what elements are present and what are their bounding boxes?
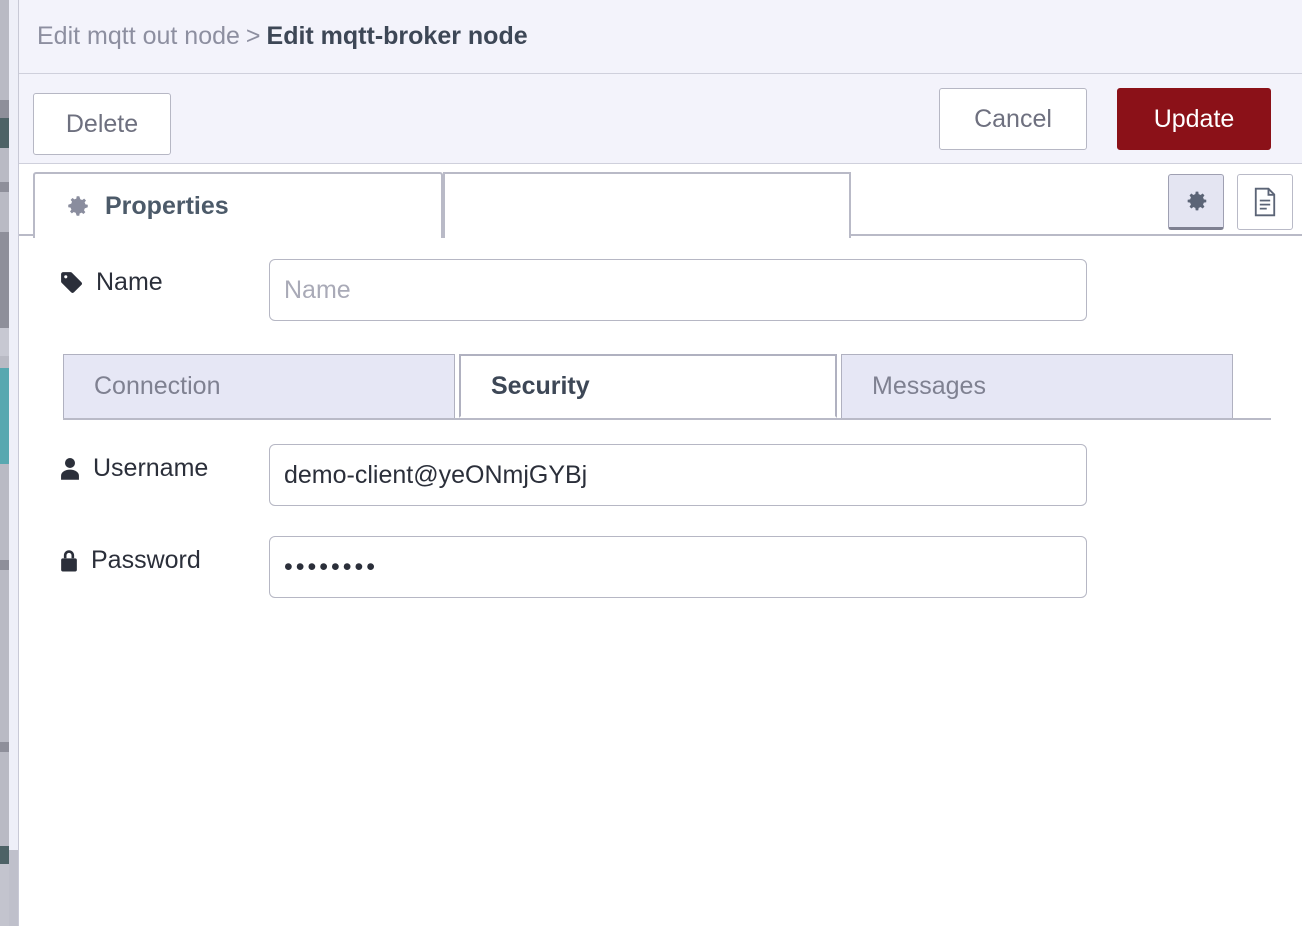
background-scrollbar-inner[interactable] bbox=[9, 850, 18, 926]
dialog-panel: Edit mqtt out node>Edit mqtt-broker node… bbox=[18, 0, 1302, 926]
cancel-button[interactable]: Cancel bbox=[939, 88, 1087, 150]
description-icon bbox=[1251, 187, 1279, 217]
gear-icon bbox=[65, 193, 91, 219]
username-input[interactable] bbox=[269, 444, 1087, 506]
breadcrumb-separator: > bbox=[245, 22, 261, 50]
background-scrollbar-outer[interactable] bbox=[0, 864, 9, 926]
sub-tab-security[interactable]: Security bbox=[459, 354, 837, 418]
background-editor-strip bbox=[0, 0, 9, 926]
sub-tab-connection[interactable]: Connection bbox=[63, 354, 455, 418]
settings-icon-button[interactable] bbox=[1168, 174, 1224, 230]
tab-properties-label: Properties bbox=[105, 191, 229, 220]
breadcrumb: Edit mqtt out node>Edit mqtt-broker node bbox=[37, 20, 528, 52]
sub-tab-messages[interactable]: Messages bbox=[841, 354, 1233, 418]
description-icon-button[interactable] bbox=[1237, 174, 1293, 230]
dialog-header: Edit mqtt out node>Edit mqtt-broker node bbox=[19, 0, 1302, 74]
sub-tab-strip: Connection Security Messages bbox=[19, 354, 1302, 420]
password-label-text: Password bbox=[91, 546, 201, 574]
user-icon bbox=[59, 457, 81, 481]
tag-icon bbox=[59, 270, 84, 295]
breadcrumb-parent[interactable]: Edit mqtt out node bbox=[37, 22, 240, 50]
lock-icon bbox=[59, 549, 79, 573]
dialog-toolbar: Delete Cancel Update bbox=[19, 74, 1302, 164]
username-label-text: Username bbox=[93, 454, 209, 482]
password-label: Password bbox=[59, 546, 201, 575]
delete-button[interactable]: Delete bbox=[33, 93, 171, 155]
name-label-text: Name bbox=[96, 268, 163, 296]
background-gap bbox=[9, 0, 18, 926]
password-input[interactable] bbox=[269, 536, 1087, 598]
name-label: Name bbox=[59, 268, 163, 297]
sub-tab-rule bbox=[63, 418, 1271, 420]
tab-empty-slot bbox=[443, 172, 851, 238]
tab-strip: Properties bbox=[19, 164, 1302, 238]
name-input[interactable] bbox=[269, 259, 1087, 321]
gear-icon bbox=[1182, 187, 1210, 215]
breadcrumb-current: Edit mqtt-broker node bbox=[266, 22, 528, 50]
tab-properties[interactable]: Properties bbox=[33, 172, 443, 238]
dialog-body: Name Connection Security Messages Userna… bbox=[19, 236, 1302, 926]
update-button[interactable]: Update bbox=[1117, 88, 1271, 150]
username-label: Username bbox=[59, 454, 208, 483]
